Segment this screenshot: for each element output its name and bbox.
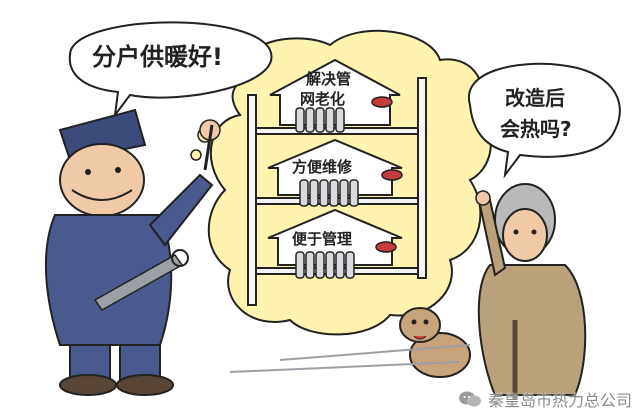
wrench-icon bbox=[93, 249, 189, 311]
radiator-top bbox=[295, 107, 345, 133]
worker-character bbox=[44, 108, 221, 396]
watermark-text: 秦皇岛市热力总公司 bbox=[487, 391, 632, 410]
speech-left-text: 分户供暖好! bbox=[92, 43, 223, 71]
house-top-label-2: 网老化 bbox=[300, 90, 345, 108]
house-bottom-label: 便于管理 bbox=[292, 230, 352, 248]
radiator-middle bbox=[299, 179, 359, 207]
dog-character bbox=[399, 307, 471, 378]
house-middle-label: 方便维修 bbox=[292, 158, 353, 176]
speech-right-text-1: 改造后 bbox=[505, 86, 565, 110]
elderly-woman-character bbox=[475, 183, 587, 400]
speech-bubble-right bbox=[467, 62, 621, 179]
house-top-label-1: 解决管 bbox=[306, 70, 351, 88]
speech-bubble-left bbox=[68, 21, 273, 119]
valve-icon bbox=[371, 96, 403, 253]
speech-right-text-2: 会热吗? bbox=[500, 117, 572, 141]
radiator-bottom bbox=[295, 251, 355, 279]
ground bbox=[229, 344, 471, 373]
watermark: 秦皇岛市热力总公司 bbox=[458, 387, 632, 411]
wechat-icon bbox=[458, 391, 481, 407]
